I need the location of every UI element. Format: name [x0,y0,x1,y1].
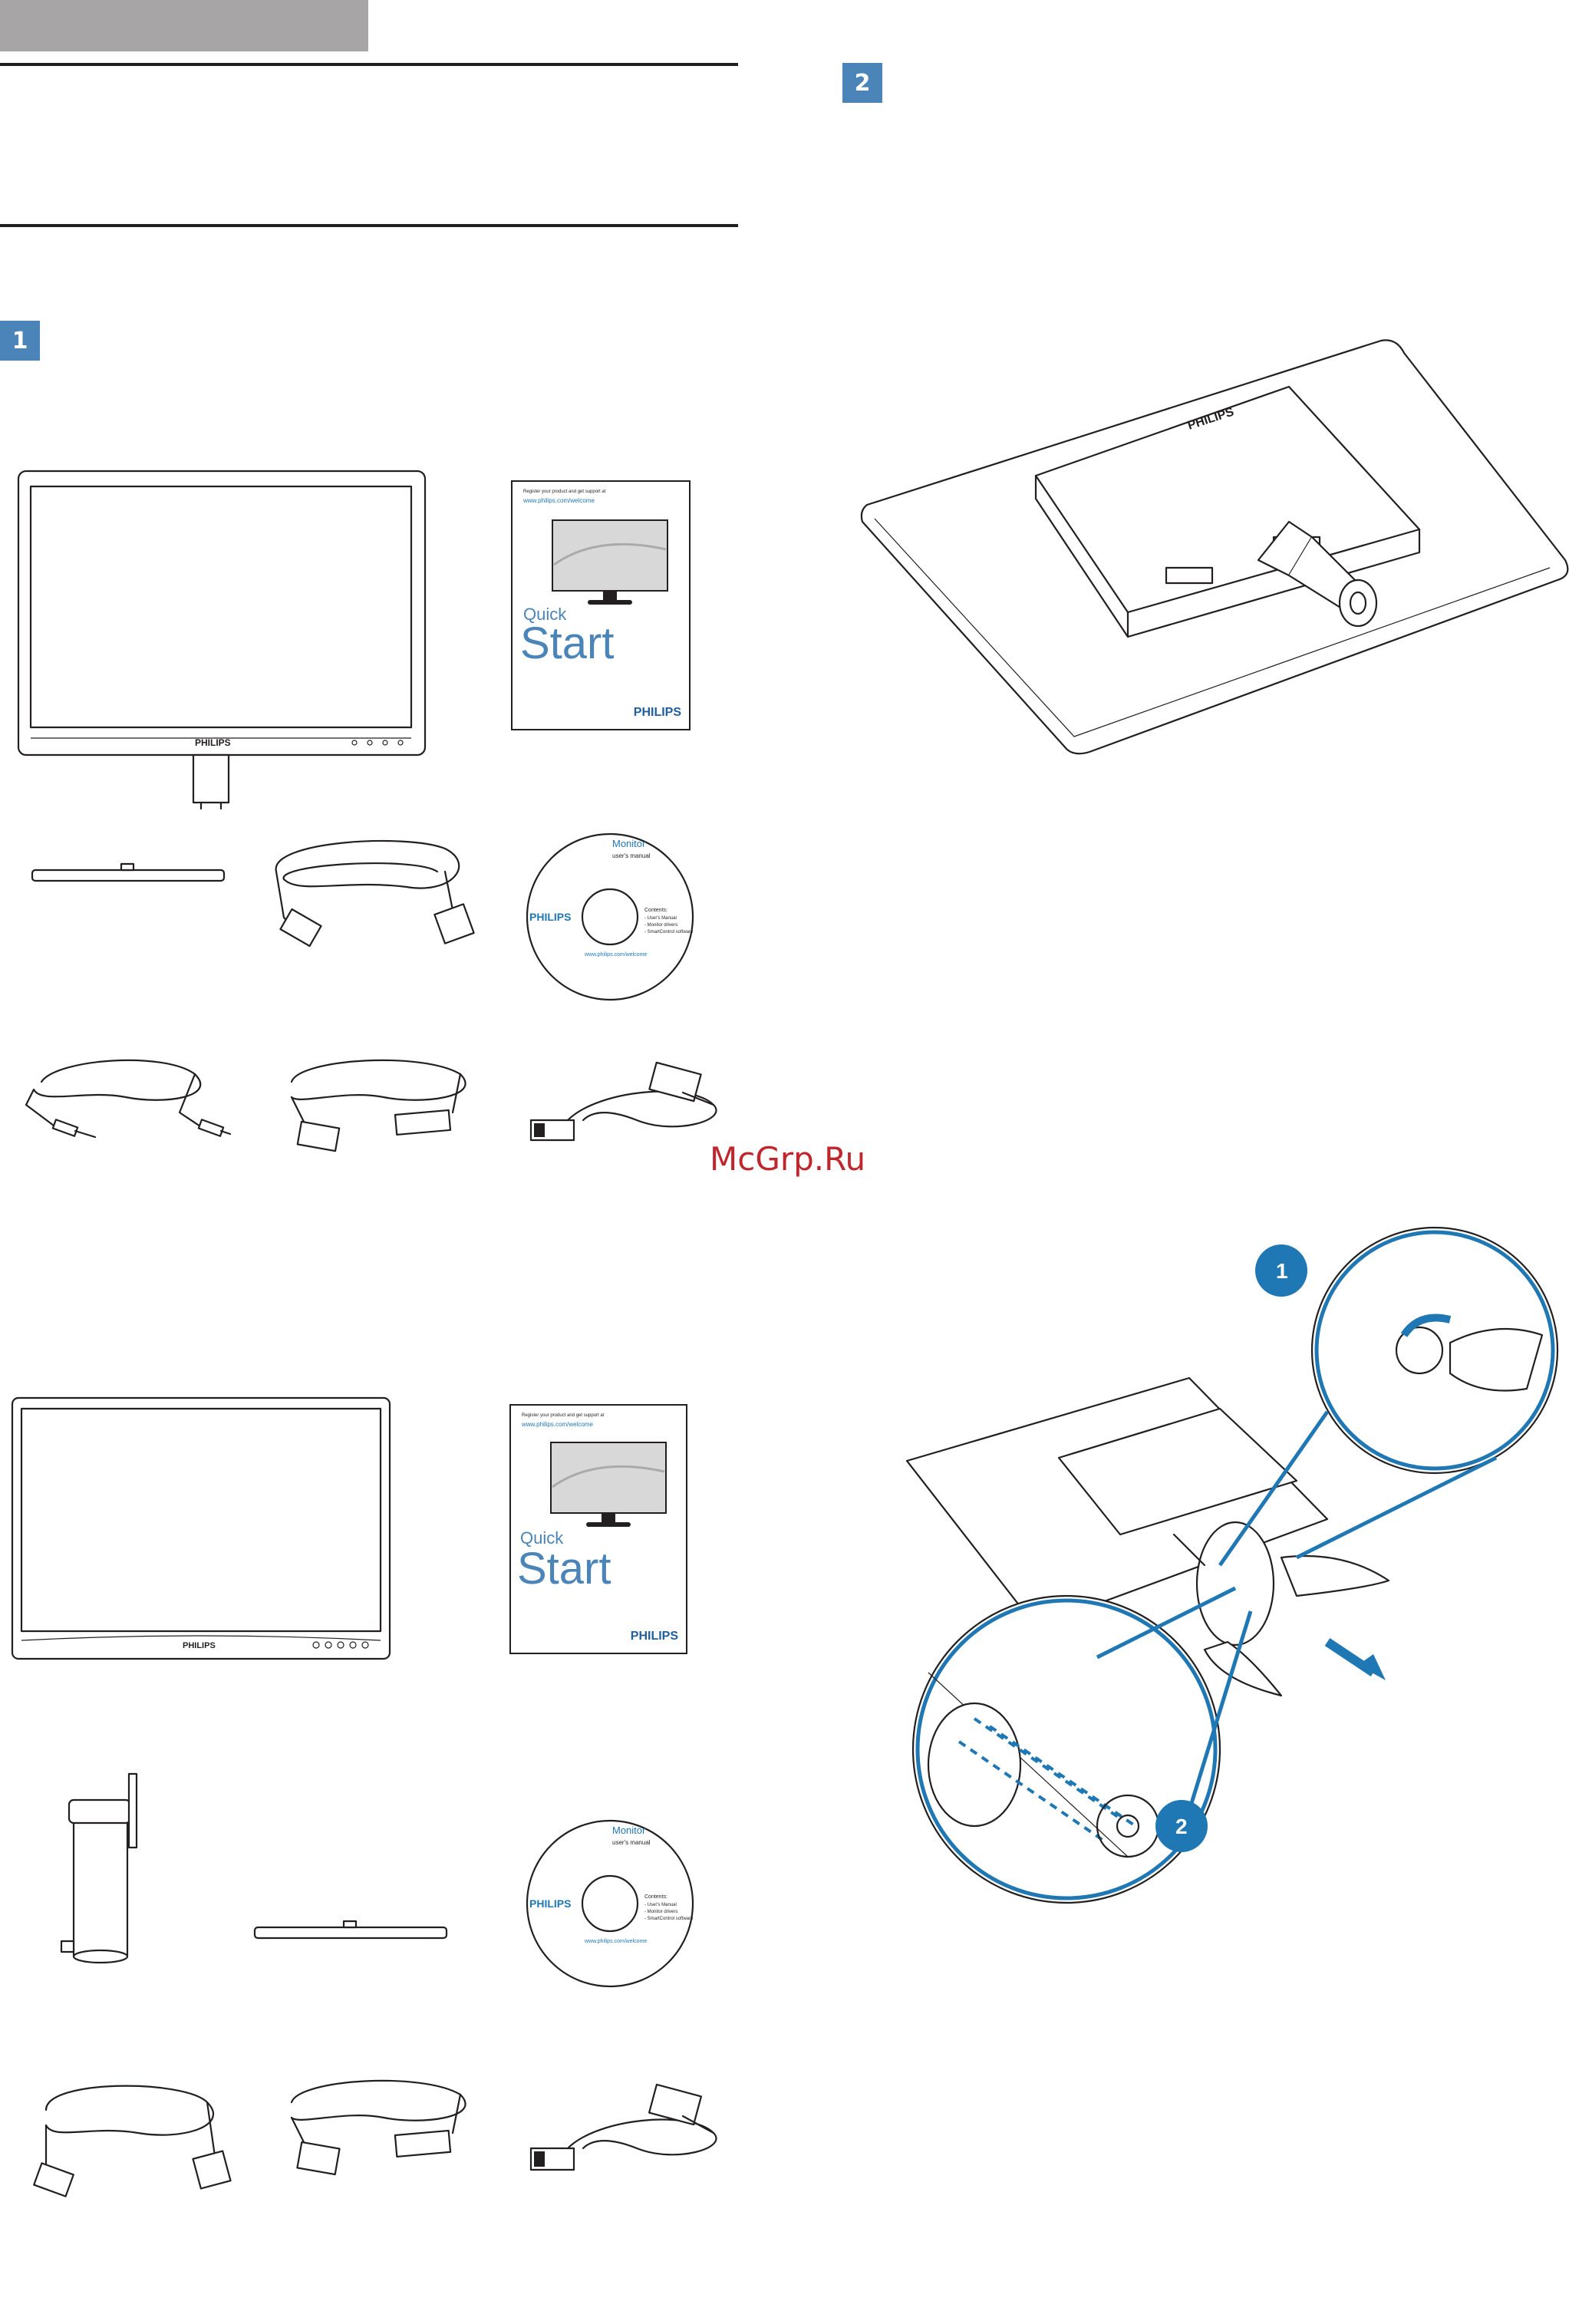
cd-subtitle: user's manual [612,852,651,859]
cd-contents-heading: Contents: [644,908,667,913]
monitor-base-illustration [31,862,226,882]
qs-cover-monitor-image [552,519,668,605]
qs-word-start: Start [517,1544,611,1594]
cd-url: www.philips.com/welcome [584,952,647,958]
monitor-brand-label: PHILIPS [195,737,231,748]
qs-word-quick: Quick [520,1528,564,1548]
cd-title: Monitor [612,1825,646,1836]
cd-brand: PHILIPS [529,911,571,923]
header-rule-top [0,63,738,66]
header-tab [0,0,368,51]
cd-disc-illustration: Monitor user's manual PHILIPS Contents: … [526,1819,694,1988]
quick-start-guide: Register your product and get support at… [509,1404,687,1654]
cd-subtitle: user's manual [612,1839,651,1846]
monitor-back-illustration: PHILIPS [860,339,1569,755]
cd-contents-line: - SmartControl software [644,930,694,935]
cd-contents-heading: Contents: [644,1894,667,1900]
cd-contents-line: - SmartControl software [644,1917,694,1921]
callout-2-label: 2 [1175,1815,1188,1838]
cd-disc-illustration: Monitor user's manual PHILIPS Contents: … [526,832,694,1001]
qs-cover-monitor-image [550,1442,667,1527]
monitor-brand-label: PHILIPS [183,1641,216,1650]
cd-title: Monitor [612,838,646,849]
cd-contents-line: - User's Manual [644,1903,677,1907]
qs-top-line: Register your product and get support at [522,1413,605,1418]
qs-brand: PHILIPS [630,1630,678,1643]
callout-2-marker [1155,1800,1208,1852]
callout-1-label: 1 [1276,1259,1288,1283]
quick-start-guide: Register your product and get support at… [511,480,691,730]
stand-column-illustration [60,1772,138,1964]
cd-brand: PHILIPS [529,1897,571,1910]
qs-word-start: Start [520,618,615,668]
cd-url: www.philips.com/welcome [584,1939,647,1944]
qs-url: www.philips.com/welcome [522,1421,593,1428]
audio-cable-icon [25,1059,232,1139]
qs-top-line: Register your product and get support at [523,490,606,494]
monitor-front-illustration: PHILIPS [11,1396,391,1660]
cd-contents-line: - Monitor drivers [644,923,677,928]
callout-1-marker [1255,1244,1307,1297]
monitor-base-illustration [253,1920,448,1940]
qs-url: www.philips.com/welcome [523,497,595,504]
dvi-cable-icon [529,2083,717,2171]
power-cord-icon [275,839,475,948]
cd-contents-line: - Monitor drivers [644,1910,677,1914]
watermark: McGrp.Ru [710,1140,866,1178]
monitor-front-illustration: PHILIPS [17,470,427,810]
cd-contents-line: - User's Manual [644,916,677,921]
qs-brand: PHILIPS [633,706,681,719]
power-cord-icon [33,2085,232,2197]
step-1-badge: 1 [0,321,40,361]
vga-cable-icon [290,1059,466,1152]
vga-cable-icon [290,2079,466,2176]
header-rule-bottom [0,224,738,227]
dvi-cable-icon [529,1061,717,1142]
qs-word-quick: Quick [523,605,567,624]
base-attach-diagram: 1 2 [905,1226,1559,1904]
step-2-badge: 2 [842,63,882,103]
